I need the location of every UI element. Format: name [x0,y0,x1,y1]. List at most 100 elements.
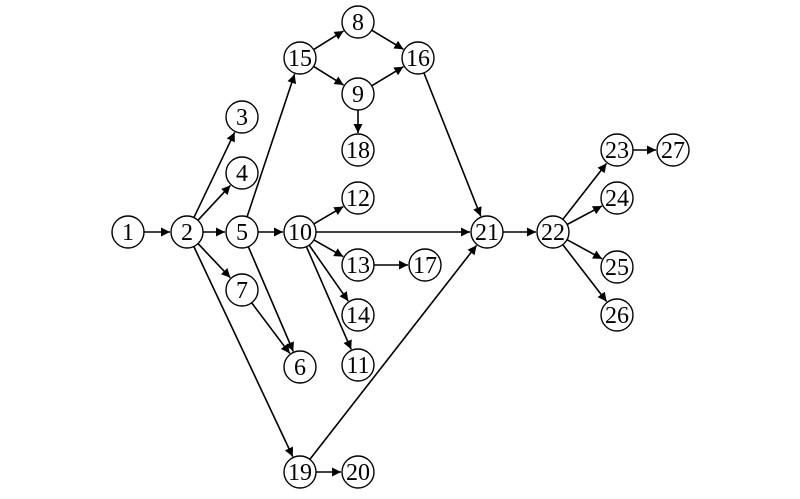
node-circle [600,298,634,332]
node-label: 9 [352,82,364,108]
edge-5-to-6 [247,246,295,352]
node-label: 20 [346,460,370,486]
node-label: 1 [122,220,134,246]
node-label: 10 [288,220,312,246]
node-label: 2 [181,220,193,246]
node-label: 11 [346,353,369,379]
node-label: 17 [413,253,437,279]
node-10: 10 [283,215,317,249]
node-14: 14 [341,298,375,332]
node-label: 8 [352,10,364,36]
node-circle [170,215,204,249]
edge-2-to-7 [197,243,231,279]
edge-15-to-8 [313,30,344,51]
node-label: 23 [605,138,629,164]
node-circle [656,133,690,167]
edge-5-to-15 [246,73,297,218]
node-label: 16 [406,46,430,72]
node-circle [283,41,317,75]
edge-7-to-6 [250,302,291,354]
node-17: 17 [408,248,442,282]
node-label: 3 [236,105,248,131]
node-4: 4 [225,156,259,190]
node-7: 7 [225,273,259,307]
node-label: 15 [288,46,312,72]
node-3: 3 [225,100,259,134]
node-label: 21 [475,220,499,246]
edge-15-to-9 [313,65,344,86]
node-circle [600,181,634,215]
node-label: 14 [346,303,370,329]
node-label: 27 [661,138,685,164]
node-circle [341,77,375,111]
node-25: 25 [600,250,634,284]
node-18: 18 [341,133,375,167]
node-circle [341,298,375,332]
node-5: 5 [225,215,259,249]
node-9: 9 [341,77,375,111]
node-circle [341,248,375,282]
node-label: 18 [346,138,370,164]
node-23: 23 [600,133,634,167]
node-circle [341,5,375,39]
edge-9-to-16 [371,66,404,87]
edge-10-to-14 [308,244,349,302]
node-label: 5 [236,220,248,246]
node-circle [283,455,317,489]
node-circle [600,133,634,167]
edge-22-to-23 [562,162,608,220]
node-circle [408,248,442,282]
node-8: 8 [341,5,375,39]
node-label: 13 [346,253,370,279]
edge-22-to-26 [562,244,608,303]
node-12: 12 [341,181,375,215]
node-label: 4 [236,161,248,187]
node-27: 27 [656,133,690,167]
node-circle [225,156,259,190]
node-label: 25 [605,255,629,281]
node-22: 22 [536,215,570,249]
node-label: 24 [605,186,629,212]
node-11: 11 [341,348,375,382]
node-21: 21 [470,215,504,249]
node-2: 2 [170,215,204,249]
node-24: 24 [600,181,634,215]
edge-22-to-25 [566,238,603,260]
edge-8-to-16 [371,29,404,50]
edge-2-to-4 [197,184,231,221]
node-circle [341,181,375,215]
node-circle [600,250,634,284]
node-13: 13 [341,248,375,282]
node-16: 16 [401,41,435,75]
node-1: 1 [111,215,145,249]
edge-22-to-24 [566,205,603,226]
node-circle [283,350,317,384]
node-26: 26 [600,298,634,332]
node-circle [341,348,375,382]
node-circle [225,100,259,134]
edges-layer [144,29,656,477]
node-19: 19 [283,455,317,489]
node-15: 15 [283,41,317,75]
node-label: 26 [605,303,629,329]
edge-19-to-21 [309,244,478,460]
node-circle [536,215,570,249]
edge-10-to-11 [305,246,352,350]
edge-10-to-12 [313,205,344,225]
edge-16-to-21 [423,72,482,217]
node-circle [225,273,259,307]
node-circle [225,215,259,249]
node-circle [341,133,375,167]
node-20: 20 [341,455,375,489]
node-6: 6 [283,350,317,384]
edge-2-to-3 [193,131,236,218]
node-circle [283,215,317,249]
node-circle [341,455,375,489]
edge-2-to-19 [193,246,294,457]
node-label: 12 [346,186,370,212]
node-label: 19 [288,460,312,486]
node-circle [470,215,504,249]
